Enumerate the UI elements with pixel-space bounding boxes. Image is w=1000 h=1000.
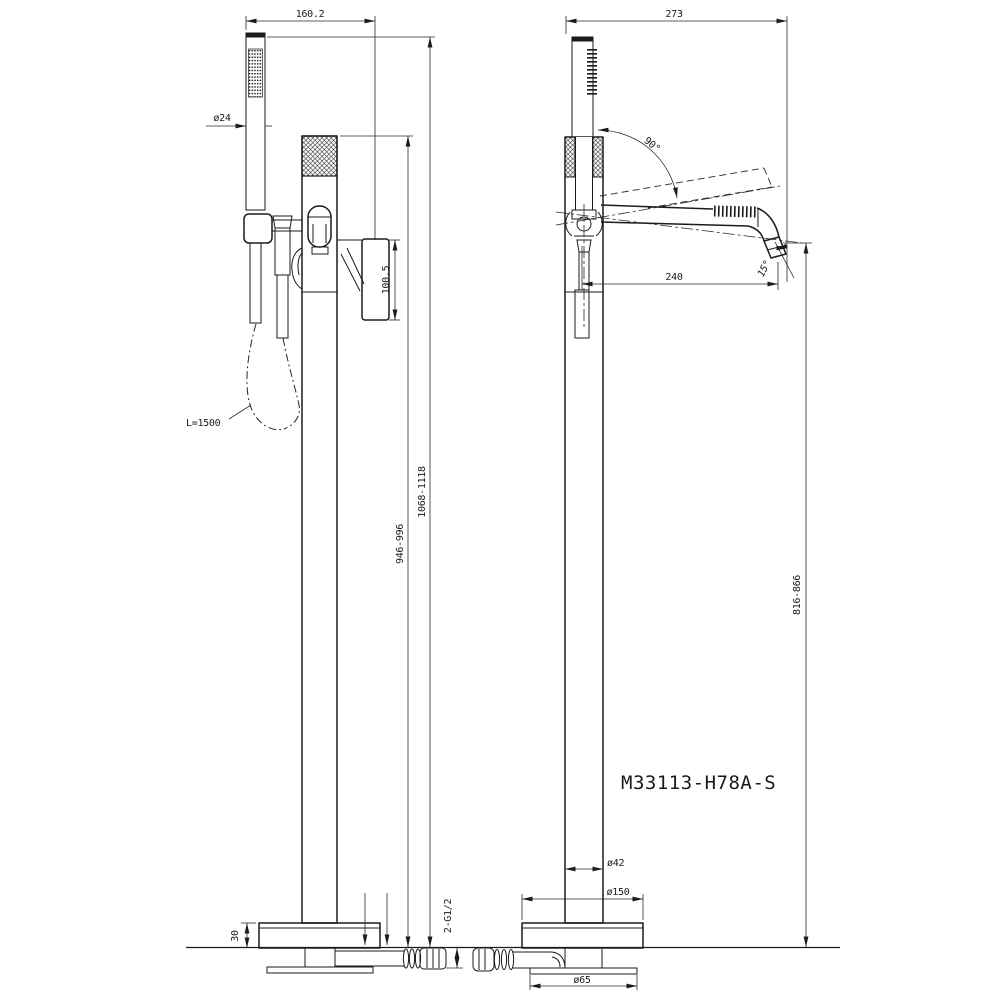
side-view xyxy=(472,36,803,975)
dim-label-o65: ø65 xyxy=(573,975,590,986)
dim-label-o24: ø24 xyxy=(213,113,230,124)
dim-outlet-height-range: 816-866 xyxy=(783,242,812,947)
dim-top-width-front: 160.2 xyxy=(245,9,376,240)
front-handshower xyxy=(245,32,266,211)
dim-label-273: 273 xyxy=(665,9,682,20)
dim-top-width-side: 273 xyxy=(565,9,788,282)
model-number: M33113-H78A-S xyxy=(621,772,776,794)
front-hose-loop xyxy=(246,323,300,431)
dim-base-cover-diameter: ø150 xyxy=(521,887,644,920)
dim-label-240: 240 xyxy=(665,272,682,283)
dim-total-height-range: 1068-1118 xyxy=(267,36,435,947)
side-base xyxy=(521,922,644,975)
dim-hose-length: L=1500 xyxy=(186,404,252,429)
dim-handshower-diameter: ø24 xyxy=(206,113,272,129)
dim-inlet-connections: 2-G1/2 xyxy=(362,893,463,969)
side-inlet-hose xyxy=(472,947,566,972)
side-handshower xyxy=(571,36,597,138)
dim-spout-body-height: 100.5 xyxy=(381,239,400,321)
dim-column-diameter: ø42 xyxy=(565,858,625,872)
dim-base-thickness: 30 xyxy=(230,922,256,948)
dimensions-front: 160.2 ø24 100.5 L=1500 946-996 xyxy=(186,9,463,969)
front-lever-handle xyxy=(307,205,332,255)
dim-spout-reach: 240 xyxy=(581,246,779,290)
dim-label-o42: ø42 xyxy=(607,858,624,869)
dim-label-30: 30 xyxy=(230,930,241,942)
side-swivel-arc xyxy=(597,127,678,199)
side-handshower-tail xyxy=(565,137,603,339)
front-spout xyxy=(337,238,390,321)
dim-label-816-866: 816-866 xyxy=(792,575,803,615)
dim-label-1068-1118: 1068-1118 xyxy=(417,466,428,518)
front-hose-connection xyxy=(249,215,293,339)
dim-label-100-5: 100.5 xyxy=(381,265,392,294)
dim-label-l1500: L=1500 xyxy=(186,418,221,429)
dim-spout-height-range: 946-996 xyxy=(340,135,413,947)
dim-label-946-996: 946-996 xyxy=(395,524,406,564)
dim-label-2-g12: 2-G1/2 xyxy=(443,899,454,934)
side-spout-axes xyxy=(555,185,803,244)
front-inlet-hoses xyxy=(335,947,447,970)
dim-label-90deg: 90° xyxy=(641,135,661,154)
side-spout-raised-position xyxy=(599,167,773,209)
dim-label-o150: ø150 xyxy=(607,887,630,898)
side-spout xyxy=(600,204,787,259)
dim-label-160-2: 160.2 xyxy=(296,9,325,20)
dim-flange-diameter: ø65 xyxy=(529,975,638,990)
front-valve-body xyxy=(291,247,303,290)
dim-label-15deg: 15° xyxy=(756,259,774,279)
front-view xyxy=(243,32,447,974)
